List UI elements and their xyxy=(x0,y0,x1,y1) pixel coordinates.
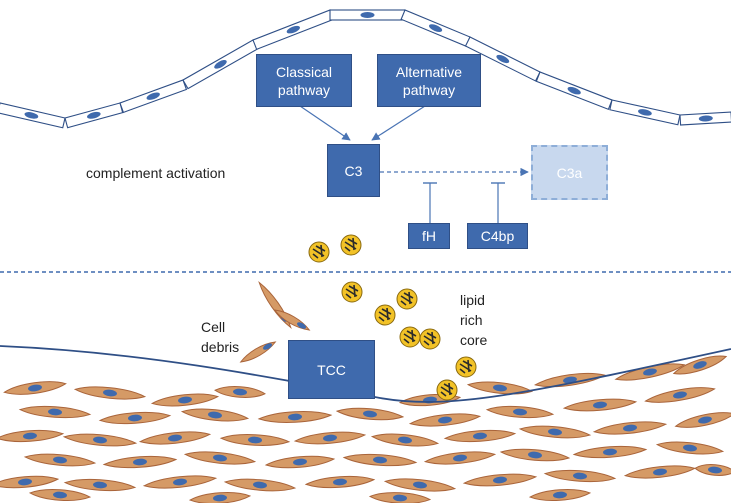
c4bp-box: C4bp xyxy=(467,223,528,249)
smooth-muscle-cell-icon xyxy=(188,492,252,503)
smooth-muscle-cell-icon xyxy=(0,429,65,443)
smooth-muscle-cell-icon xyxy=(423,451,497,465)
smooth-muscle-cell-icon xyxy=(370,433,440,447)
c3-box: C3 xyxy=(327,144,380,197)
complement-activation-label: complement activation xyxy=(86,165,226,181)
smooth-muscle-cell-icon xyxy=(562,398,638,412)
smooth-muscle-cell-icon xyxy=(214,386,266,398)
endothelial-cell-icon xyxy=(679,111,731,126)
smooth-muscle-cell-icon xyxy=(0,475,60,489)
smooth-muscle-cell-icon xyxy=(150,393,220,407)
smooth-muscle-cell-icon xyxy=(694,464,731,476)
smooth-muscle-cell-icon xyxy=(264,455,336,469)
cell-debris-icon xyxy=(239,341,277,363)
endothelial-cell-icon xyxy=(609,99,681,126)
smooth-muscle-cell-icon xyxy=(543,469,617,483)
lipid-droplet-icon xyxy=(399,326,421,348)
endothelial-cell-icon xyxy=(535,71,613,111)
c3a-box: C3a xyxy=(531,145,608,200)
smooth-muscle-cell-icon xyxy=(592,421,668,435)
lipid-droplet-icon xyxy=(455,356,477,378)
smooth-muscle-cell-icon xyxy=(28,489,92,501)
smooth-muscle-cell-icon xyxy=(183,451,257,465)
smooth-muscle-cell-icon xyxy=(499,448,571,462)
smooth-muscle-cell-icon xyxy=(614,363,686,381)
intima-boundary-line xyxy=(0,345,731,403)
cell-debris-icon xyxy=(273,309,311,331)
c3-label: C3 xyxy=(344,162,363,179)
smooth-muscle-cell-icon xyxy=(142,475,218,489)
smooth-muscle-cell-icon xyxy=(62,433,138,447)
smooth-muscle-cell-icon xyxy=(257,411,333,423)
smooth-muscle-cell-icon xyxy=(623,465,697,479)
alternative-to-c3-arrow xyxy=(371,105,426,141)
lipid-droplet-group xyxy=(308,234,477,401)
smooth-muscle-cell-icon xyxy=(342,453,418,467)
smooth-muscle-cell-icon xyxy=(102,455,178,469)
endothelial-cell-icon xyxy=(400,9,471,47)
smooth-muscle-cell-icon xyxy=(223,478,297,492)
smooth-muscle-cell-icon xyxy=(368,492,432,503)
smooth-muscle-cell-icon xyxy=(466,381,534,395)
endothelial-cell-icon xyxy=(119,79,188,114)
smooth-muscle-cell-icon xyxy=(293,431,367,445)
smooth-muscle-cell-icon xyxy=(335,407,405,421)
smooth-muscle-cell-icon xyxy=(518,425,592,439)
endothelial-cell-icon xyxy=(329,9,406,21)
smooth-muscle-cell-icon xyxy=(672,355,728,375)
c4bp-label: C4bp xyxy=(480,228,515,244)
endothelial-layer xyxy=(0,9,731,129)
smooth-muscle-layer xyxy=(0,355,731,503)
endothelial-cell-icon xyxy=(182,39,259,90)
smooth-muscle-cell-icon xyxy=(408,413,482,427)
endothelial-cell-icon xyxy=(0,102,66,129)
c3a-label: C3a xyxy=(556,164,583,181)
smooth-muscle-cell-icon xyxy=(572,445,648,459)
smooth-muscle-cell-icon xyxy=(63,478,137,492)
smooth-muscle-cell-icon xyxy=(485,405,555,419)
smooth-muscle-cell-icon xyxy=(528,489,592,501)
smooth-muscle-cell-icon xyxy=(3,381,67,395)
smooth-muscle-cell-icon xyxy=(180,408,250,422)
smooth-muscle-cell-icon xyxy=(23,453,97,467)
smooth-muscle-cell-icon xyxy=(73,386,147,400)
alternative-pathway-label: Alternative pathway xyxy=(395,63,463,98)
lipid-rich-core-label: lipid rich core xyxy=(460,292,488,348)
classical-to-c3-arrow xyxy=(299,105,351,141)
smooth-muscle-cell-icon xyxy=(138,431,212,445)
tcc-label: TCC xyxy=(317,361,346,378)
endothelial-cell-icon xyxy=(252,9,335,51)
smooth-muscle-cell-icon xyxy=(644,387,716,403)
endothelial-cell-icon xyxy=(64,102,124,129)
lipid-droplet-icon xyxy=(436,379,458,401)
smooth-muscle-cell-icon xyxy=(443,429,517,443)
alternative-pathway-box: Alternative pathway xyxy=(377,54,481,107)
tcc-box: TCC xyxy=(288,340,375,399)
smooth-muscle-cell-icon xyxy=(674,412,731,428)
lipid-droplet-icon xyxy=(374,304,396,326)
smooth-muscle-cell-icon xyxy=(304,475,376,489)
smooth-muscle-cell-icon xyxy=(383,478,457,492)
lipid-droplet-icon xyxy=(341,281,363,303)
lipid-droplet-icon xyxy=(308,241,330,263)
cell-debris-label: Cell debris xyxy=(201,319,240,355)
lipid-droplet-icon xyxy=(419,328,441,350)
fh-box: fH xyxy=(408,223,450,249)
lipid-droplet-icon xyxy=(340,234,362,256)
classical-pathway-label: Classical pathway xyxy=(275,63,332,98)
lipid-droplet-icon xyxy=(396,288,418,310)
smooth-muscle-cell-icon xyxy=(655,441,725,455)
fh-label: fH xyxy=(422,228,436,244)
classical-pathway-box: Classical pathway xyxy=(256,54,352,107)
smooth-muscle-cell-icon xyxy=(462,473,538,487)
smooth-muscle-cell-icon xyxy=(98,411,172,425)
cell-debris-group xyxy=(239,281,311,363)
smooth-muscle-cell-icon xyxy=(219,434,291,446)
smooth-muscle-cell-icon xyxy=(18,405,92,419)
